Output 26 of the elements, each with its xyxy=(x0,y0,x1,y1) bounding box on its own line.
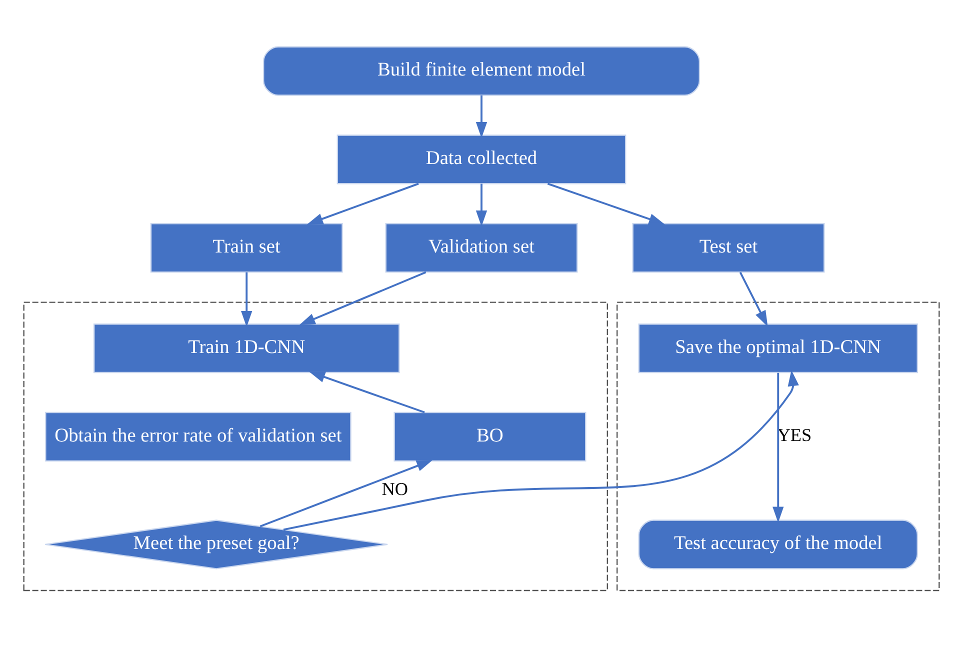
node-box: Data collected xyxy=(336,134,626,184)
arrow xyxy=(240,272,252,327)
node-box: Test accuracy of the model xyxy=(638,520,918,570)
node-box: Test set xyxy=(632,223,824,273)
arrow xyxy=(546,182,664,225)
node-box: Train set xyxy=(150,223,342,273)
cluster xyxy=(616,302,940,592)
edge-label: YES xyxy=(776,424,812,445)
arrow xyxy=(259,460,432,528)
arrow xyxy=(298,271,426,326)
node-box: Train 1D-CNN xyxy=(92,324,400,374)
node-box: BO xyxy=(393,412,586,462)
arrow xyxy=(282,370,798,531)
arrow xyxy=(475,95,487,138)
arrow xyxy=(738,272,768,327)
node-box: Validation set xyxy=(384,223,578,273)
node-box: Save the optimal 1D-CNN xyxy=(638,324,918,374)
arrow xyxy=(475,184,487,226)
node-diamond: Meet the preset goal? xyxy=(44,520,388,570)
edge-label: NO xyxy=(381,478,408,499)
arrow xyxy=(306,182,418,225)
arrow xyxy=(772,372,784,523)
arrow xyxy=(308,372,424,414)
node-box: Build finite element model xyxy=(262,46,700,96)
cluster xyxy=(22,302,608,592)
node-box: Obtain the error rate of validation set xyxy=(44,412,351,462)
